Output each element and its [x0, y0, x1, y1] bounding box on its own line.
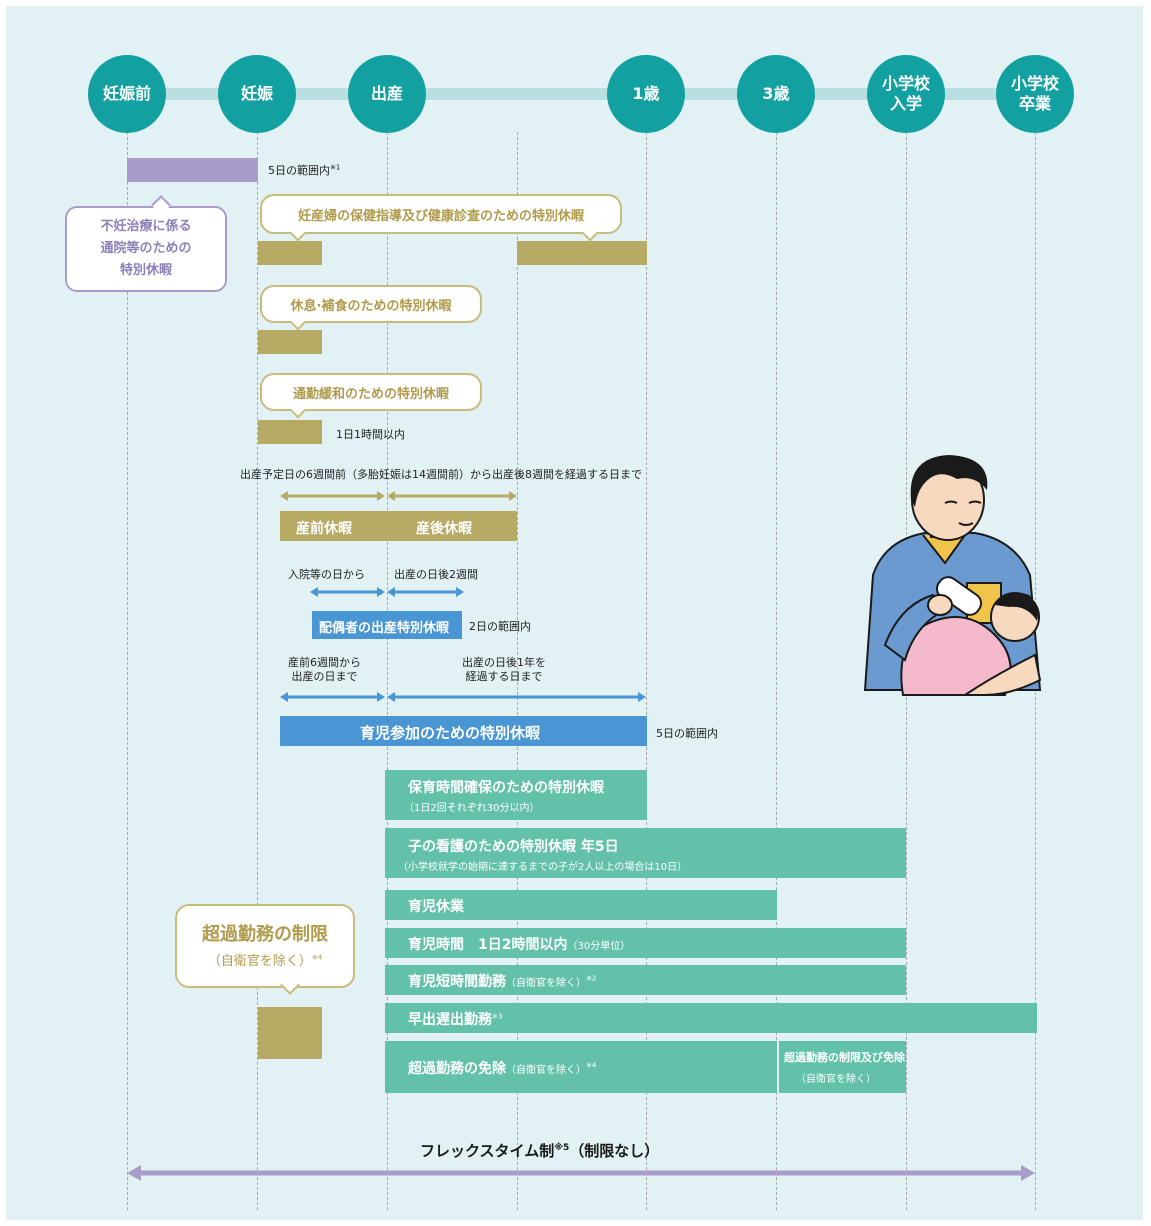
postnatal-leave-label: 産後休暇	[416, 521, 472, 537]
father-baby-illustration	[863, 455, 1042, 696]
spouse-birth-leave-bar	[312, 611, 462, 639]
nursing-time-label: 保育時間確保のための特別休暇	[408, 780, 604, 796]
overtime-limit-exemption-bar	[779, 1041, 906, 1093]
child-care-leave-bar	[385, 828, 906, 878]
maternal-health-bar-2	[517, 241, 647, 265]
commute-callout-text: 通勤緩和のための特別休暇	[292, 386, 449, 402]
flextime-arrow	[127, 1165, 1035, 1181]
childcare-hours-text: 育児時間 1日2時間以内（30分単位）	[408, 934, 630, 954]
spouse-birth-range-note: 2日の範囲内	[469, 620, 531, 633]
rest-meal-bar	[258, 330, 322, 354]
overtime-exemption-mark: ※4	[586, 1061, 597, 1070]
childcare-participation-left-note: 産前6週間から 出産の日まで	[288, 656, 361, 683]
overtime-exemption-sub: （自衛官を除く）	[506, 1065, 586, 1076]
infertility-range-note: 5日の範囲内※1	[268, 163, 341, 177]
rest-meal-callout: 休息·補食のための特別休暇	[260, 285, 482, 331]
maternal-health-callout-text: 妊産婦の保健指導及び健康診査のための特別休暇	[297, 208, 584, 224]
short-hours-bar	[385, 965, 906, 995]
flextime-label: フレックスタイム制※5（制限なし）	[420, 1140, 659, 1161]
childcare-participation-right-note: 出産の日後1年を 経過する日まで	[462, 656, 546, 683]
overtime-limit-label: 超過勤務の制限	[202, 924, 328, 945]
commute-callout: 通勤緩和のための特別休暇	[260, 373, 482, 419]
guide-line	[646, 132, 647, 1210]
parental-leave-bar	[385, 890, 777, 920]
guide-line	[257, 132, 258, 1210]
overtime-limit-exemption-label: 超過勤務の制限及び免除	[784, 1051, 905, 1064]
staggered-hours-bar	[385, 1003, 1037, 1033]
short-hours-text: 育児短時間勤務（自衛官を除く）※2	[408, 971, 596, 991]
guide-line	[517, 132, 518, 1210]
parental-leave-label: 育児休業	[408, 899, 464, 915]
overtime-limit-exemption-sub: （自衛官を除く）	[796, 1074, 876, 1085]
stage-birth: 出産	[348, 55, 426, 133]
flextime-mark: ※5	[554, 1143, 570, 1153]
overtime-limit-bar	[258, 1007, 322, 1059]
maternal-health-bar-1	[258, 241, 322, 265]
short-hours-label: 育児短時間勤務	[408, 974, 506, 990]
childcare-hours-label: 育児時間 1日2時間以内	[408, 937, 568, 953]
childcare-hours-sub: （30分単位）	[567, 941, 631, 952]
childcare-participation-bar	[280, 716, 647, 746]
child-care-leave-sub: （小学校就学の始期に達するまでの子が2人以上の場合は10日）	[398, 862, 688, 873]
stage-elementary-graduation: 小学校 卒業	[996, 55, 1074, 133]
commute-bar	[258, 420, 322, 444]
stage-age-1: 1歳	[607, 55, 685, 133]
child-care-leave-label: 子の看護のための特別休暇 年5日	[408, 839, 619, 855]
flextime-label-b: （制限なし）	[569, 1142, 660, 1160]
guide-line	[776, 132, 777, 1210]
spouse-birth-left-note: 入院等の日から	[288, 568, 365, 581]
stage-pregnancy: 妊娠	[218, 55, 296, 133]
maternity-arrows	[280, 491, 517, 501]
guide-line	[387, 132, 388, 1210]
nursing-time-sub: （1日2回それぞれ30分以内）	[404, 803, 540, 814]
infertility-callout-text: 不妊治療に係る 通院等のための 特別休暇	[100, 219, 192, 278]
overtime-limit-callout: 超過勤務の制限 （自衛官を除く）※4	[175, 904, 355, 988]
childcare-participation-arrows	[280, 692, 646, 702]
overtime-exemption-text: 超過勤務の免除（自衛官を除く）※4	[408, 1058, 596, 1078]
overtime-exemption-bar	[385, 1041, 777, 1093]
spouse-birth-right-note: 出産の日後2週間	[394, 568, 478, 581]
short-hours-sub: （自衛官を除く）	[506, 978, 586, 989]
overtime-limit-mark: ※4	[311, 953, 323, 962]
infertility-leave-bar	[127, 158, 258, 182]
staggered-hours-text: 早出遅出勤務※3	[408, 1009, 502, 1029]
prenatal-leave-label: 産前休暇	[296, 521, 352, 537]
short-hours-mark: ※2	[586, 974, 597, 983]
stage-age-3: 3歳	[737, 55, 815, 133]
flextime-label-a: フレックスタイム制	[420, 1142, 555, 1160]
staggered-hours-label: 早出遅出勤務	[408, 1012, 492, 1028]
overtime-limit-sub-row: （自衛官を除く）※4	[177, 950, 353, 969]
maternity-leave-bar	[280, 511, 517, 541]
childcare-participation-range-note: 5日の範囲内	[656, 727, 718, 740]
childcare-hours-bar	[385, 928, 906, 958]
stage-elementary-entry: 小学校 入学	[867, 55, 945, 133]
maternity-period-note: 出産予定日の6週間前（多胎妊娠は14週間前）から出産後8週間を経過する日まで	[240, 468, 642, 481]
spouse-birth-arrows	[310, 587, 464, 597]
overtime-exemption-label: 超過勤務の免除	[408, 1061, 506, 1077]
staggered-hours-mark: ※3	[492, 1012, 503, 1021]
childcare-participation-label: 育児参加のための特別休暇	[360, 724, 541, 742]
maternal-health-callout: 妊産婦の保健指導及び健康診査のための特別休暇	[260, 194, 622, 242]
rest-meal-callout-text: 休息·補食のための特別休暇	[290, 298, 452, 314]
overtime-limit-sub: （自衛官を除く）	[207, 954, 312, 969]
guide-line	[127, 132, 128, 1210]
spouse-birth-leave-label: 配偶者の出産特別休暇	[319, 621, 450, 636]
stage-pre-pregnancy: 妊娠前	[88, 55, 166, 133]
commute-note: 1日1時間以内	[336, 428, 405, 441]
nursing-time-bar	[385, 770, 647, 820]
infertility-callout: 不妊治療に係る 通院等のための 特別休暇	[65, 206, 227, 292]
